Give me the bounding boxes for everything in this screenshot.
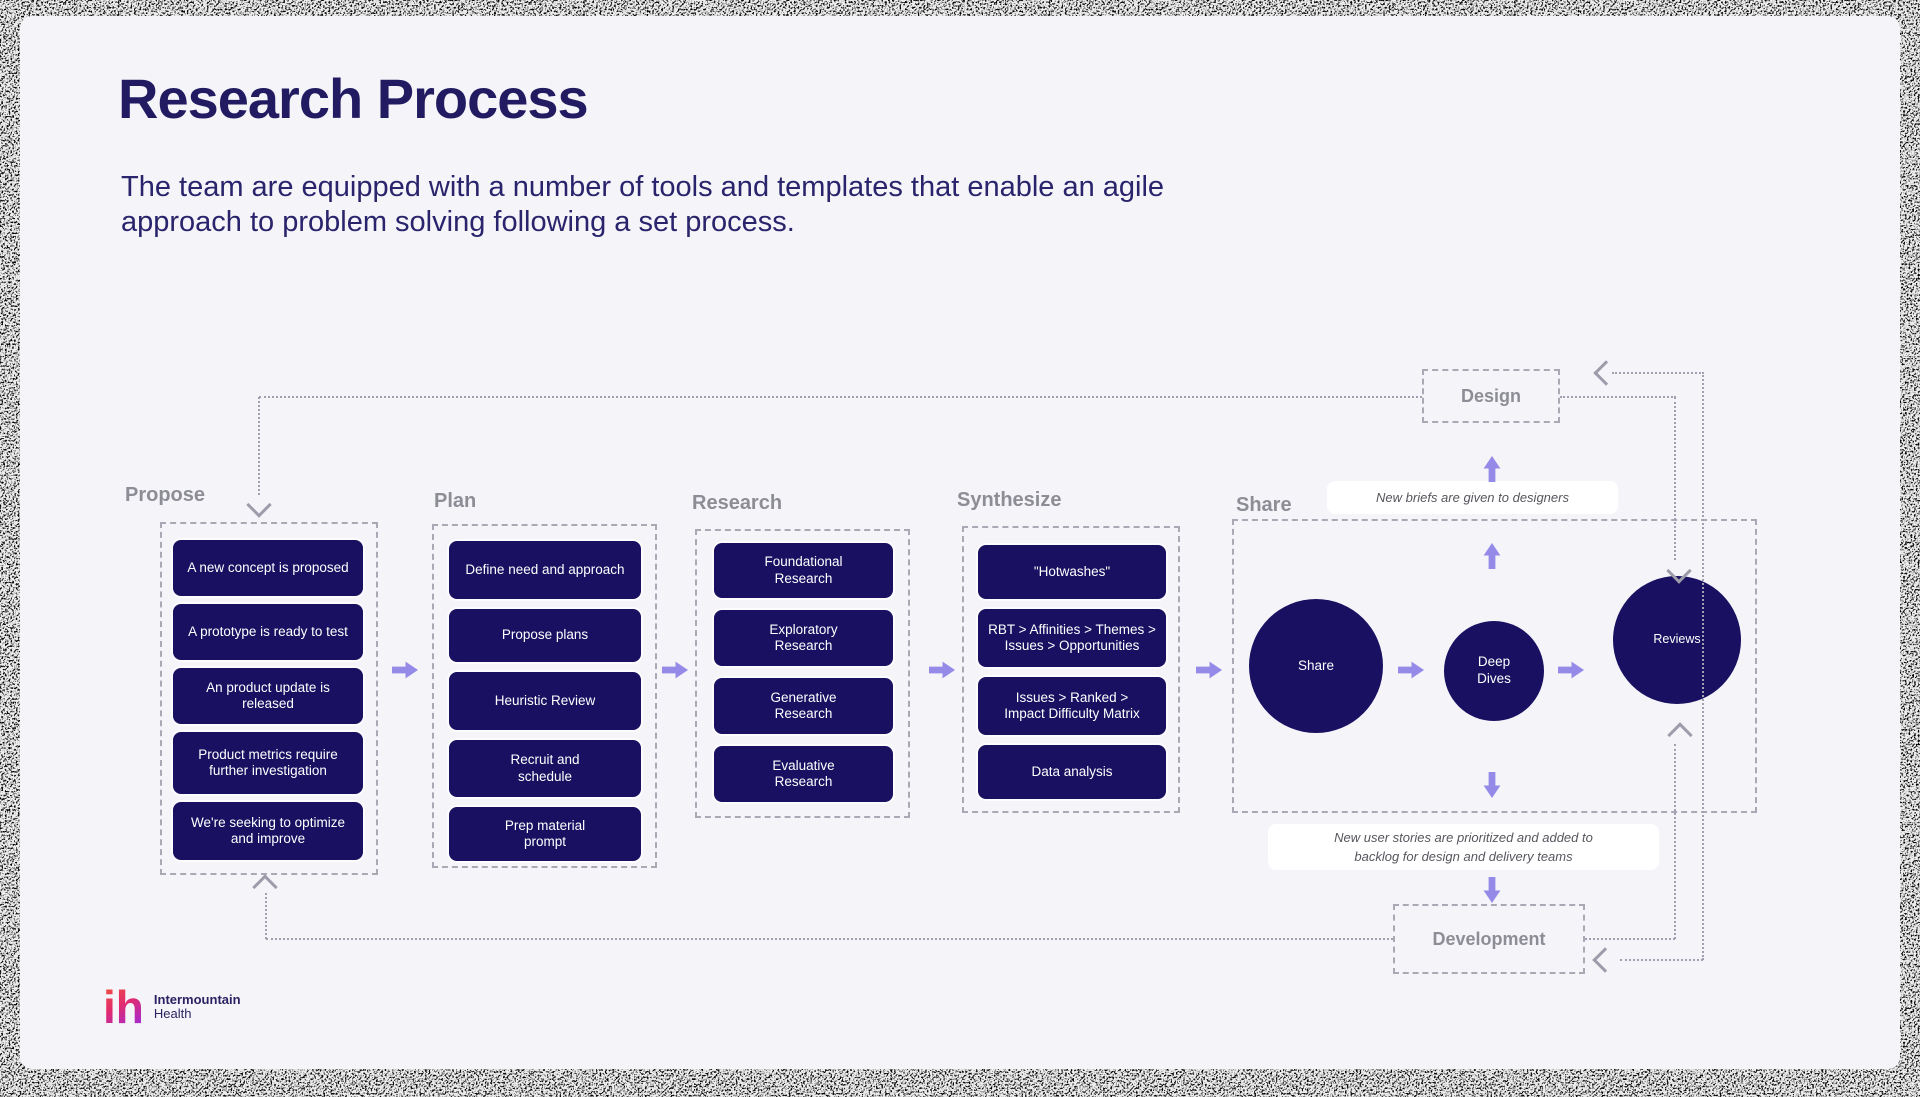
briefs-annotation: New briefs are given to designers <box>1327 481 1618 514</box>
dotted-line-development-to-propose-horizontal <box>266 938 1393 940</box>
logo-company-name: Intermountain <box>153 992 241 1007</box>
synthesize-item-box: "Hotwashes" <box>976 543 1168 601</box>
propose-item-box: A prototype is ready to test <box>171 602 365 662</box>
dotted-line-outer-loop-top-stub <box>1612 372 1704 374</box>
propose-item-box: Product metrics require further investig… <box>171 730 365 796</box>
subtitle-line-1: The team are equipped with a number of t… <box>121 171 1165 203</box>
dotted-line-outer-loop-vertical <box>1702 372 1704 960</box>
design-loop-box: Design <box>1422 369 1560 423</box>
research-item-box: Exploratory Research <box>712 608 895 668</box>
research-group-border <box>695 529 910 818</box>
research-item-box: Foundational Research <box>712 541 895 600</box>
stories-annotation-line-1: New user stories are prioritized and add… <box>1334 829 1593 845</box>
dotted-line-development-to-reviews-vertical <box>1674 744 1676 939</box>
propose-item-box: An product update is released <box>171 666 365 726</box>
dotted-line-design-to-propose-horizontal <box>259 396 1422 398</box>
propose-group-border <box>160 522 378 875</box>
research-item-box: Evaluative Research <box>712 744 895 804</box>
deep-dives-label: Deep Dives <box>1477 654 1511 686</box>
synthesize-group-border <box>962 526 1180 813</box>
stage-label-research: Research <box>692 492 783 514</box>
plan-item-box: Define need and approach <box>447 539 643 601</box>
share-circle: Share <box>1249 599 1383 733</box>
synthesize-item-box: RBT > Affinities > Themes > Issues > Opp… <box>976 607 1168 669</box>
dotted-line-development-to-reviews-horizontal <box>1585 938 1675 940</box>
stage-label-share: Share <box>1236 494 1292 516</box>
synthesize-item-box: Data analysis <box>976 743 1168 801</box>
subtitle-line-2: approach to problem solving following a … <box>121 206 795 238</box>
deep-dives-circle: Deep Dives <box>1444 621 1544 721</box>
intermountain-health-logo: ih Intermountain Health <box>103 984 241 1030</box>
plan-item-box: Prep material prompt <box>447 805 643 863</box>
briefs-annotation-text: New briefs are given to designers <box>1376 489 1569 505</box>
propose-item-box: A new concept is proposed <box>171 538 365 598</box>
plan-item-box: Recruit and schedule <box>447 738 643 799</box>
plan-item-box: Heuristic Review <box>447 670 643 732</box>
synthesize-item-box: Issues > Ranked > Impact Difficulty Matr… <box>976 675 1168 737</box>
stage-label-propose: Propose <box>125 484 206 506</box>
logo-ih-mark-icon: ih <box>103 981 144 1033</box>
development-loop-box: Development <box>1393 904 1585 974</box>
logo-division-name: Health <box>153 1006 192 1021</box>
plan-group-border <box>432 524 657 868</box>
dotted-line-design-to-reviews-vertical <box>1674 397 1676 560</box>
stories-annotation: New user stories are prioritized and add… <box>1268 824 1659 870</box>
dotted-line-design-to-reviews-horizontal <box>1560 396 1676 398</box>
research-item-box: Generative Research <box>712 676 895 736</box>
share-group-border <box>1232 519 1757 813</box>
dotted-line-development-to-propose-vertical <box>265 893 267 939</box>
page-title: Research Process <box>118 67 589 130</box>
page-subtitle: The team are equipped with a number of t… <box>121 170 1164 240</box>
dotted-line-outer-loop-bottom-stub <box>1620 959 1703 961</box>
stage-label-synthesize: Synthesize <box>957 489 1062 511</box>
stories-annotation-line-2: backlog for design and delivery teams <box>1354 849 1573 864</box>
plan-item-box: Propose plans <box>447 607 643 664</box>
reviews-circle: Reviews <box>1613 576 1741 704</box>
dotted-line-design-to-propose-vertical <box>258 397 260 495</box>
stage-label-plan: Plan <box>434 490 477 512</box>
propose-item-box: We're seeking to optimize and improve <box>171 800 365 862</box>
